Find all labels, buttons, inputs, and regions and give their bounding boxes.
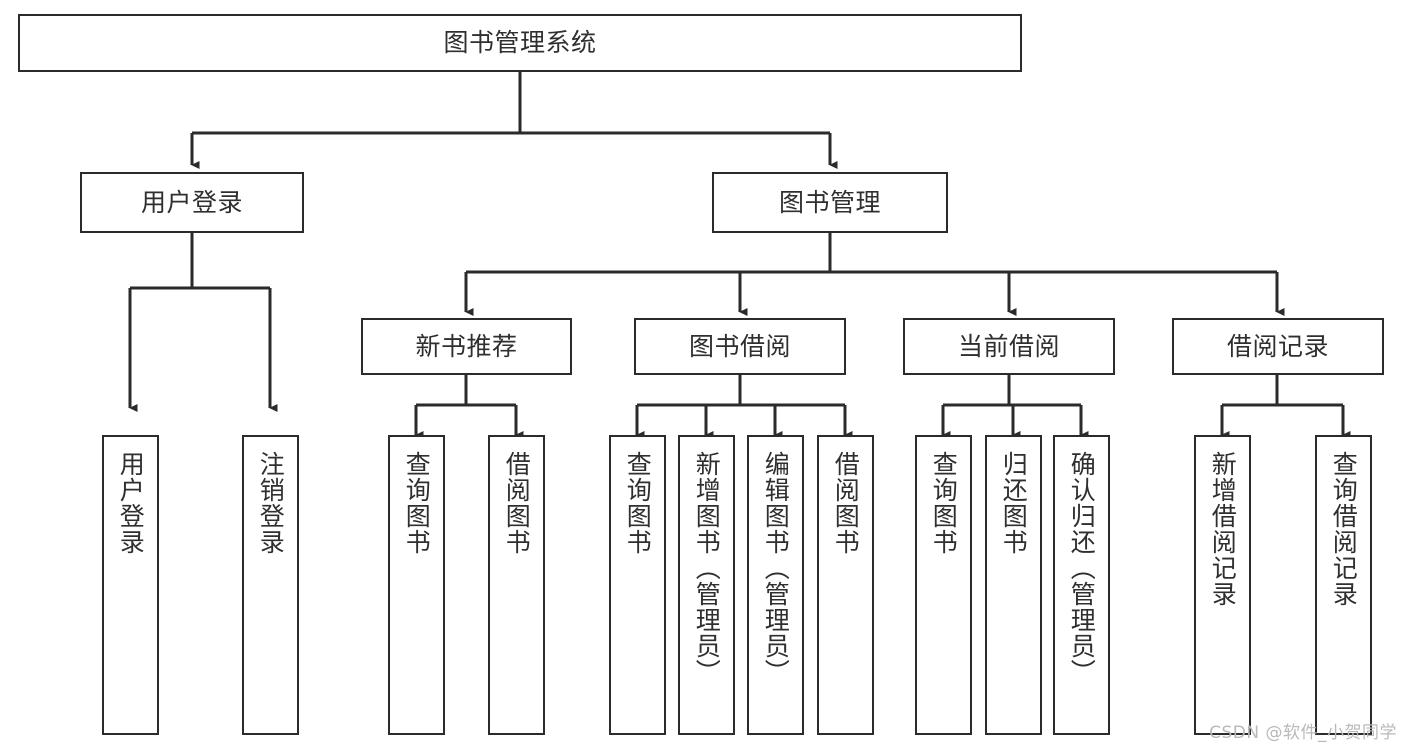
node-leaf-borrow-book-1-label: 借阅图书: [502, 451, 532, 555]
node-leaf-query-book-2[interactable]: 查询图书: [609, 435, 666, 735]
node-leaf-confirm-return[interactable]: 确认归还（管理员）: [1053, 435, 1110, 735]
node-leaf-borrow-book-1[interactable]: 借阅图书: [488, 435, 545, 735]
csdn-watermark: CSDN @软件_小贺同学: [1209, 723, 1397, 743]
node-book-borrow[interactable]: 图书借阅: [634, 318, 846, 375]
node-leaf-query-book-3[interactable]: 查询图书: [915, 435, 972, 735]
node-leaf-add-book-label: 新增图书（管理员）: [692, 451, 722, 685]
node-new-book-recommend[interactable]: 新书推荐: [361, 318, 572, 375]
node-leaf-confirm-return-label: 确认归还（管理员）: [1067, 451, 1097, 685]
node-borrow-record[interactable]: 借阅记录: [1172, 318, 1384, 375]
node-leaf-logout-login[interactable]: 注销登录: [242, 435, 299, 735]
node-book-manage[interactable]: 图书管理: [712, 172, 948, 233]
node-leaf-return-book[interactable]: 归还图书: [985, 435, 1042, 735]
node-leaf-logout-login-label: 注销登录: [256, 451, 286, 555]
node-root-system[interactable]: 图书管理系统: [18, 14, 1022, 72]
node-user-login[interactable]: 用户登录: [80, 172, 304, 233]
node-leaf-query-book-3-label: 查询图书: [929, 451, 959, 555]
node-leaf-add-record[interactable]: 新增借阅记录: [1194, 435, 1251, 735]
node-leaf-query-book-1[interactable]: 查询图书: [388, 435, 445, 735]
node-leaf-query-book-2-label: 查询图书: [623, 451, 653, 555]
node-leaf-query-record[interactable]: 查询借阅记录: [1315, 435, 1372, 735]
node-leaf-borrow-book-2-label: 借阅图书: [831, 451, 861, 555]
node-leaf-edit-book-label: 编辑图书（管理员）: [761, 451, 791, 685]
node-current-borrow[interactable]: 当前借阅: [903, 318, 1115, 375]
node-leaf-query-book-1-label: 查询图书: [402, 451, 432, 555]
node-leaf-add-book[interactable]: 新增图书（管理员）: [678, 435, 735, 735]
node-leaf-borrow-book-2[interactable]: 借阅图书: [817, 435, 874, 735]
node-leaf-user-login-label: 用户登录: [116, 451, 146, 555]
node-leaf-query-record-label: 查询借阅记录: [1329, 451, 1359, 607]
node-leaf-edit-book[interactable]: 编辑图书（管理员）: [747, 435, 804, 735]
node-leaf-return-book-label: 归还图书: [999, 451, 1029, 555]
node-leaf-user-login[interactable]: 用户登录: [102, 435, 159, 735]
node-leaf-add-record-label: 新增借阅记录: [1208, 451, 1238, 607]
